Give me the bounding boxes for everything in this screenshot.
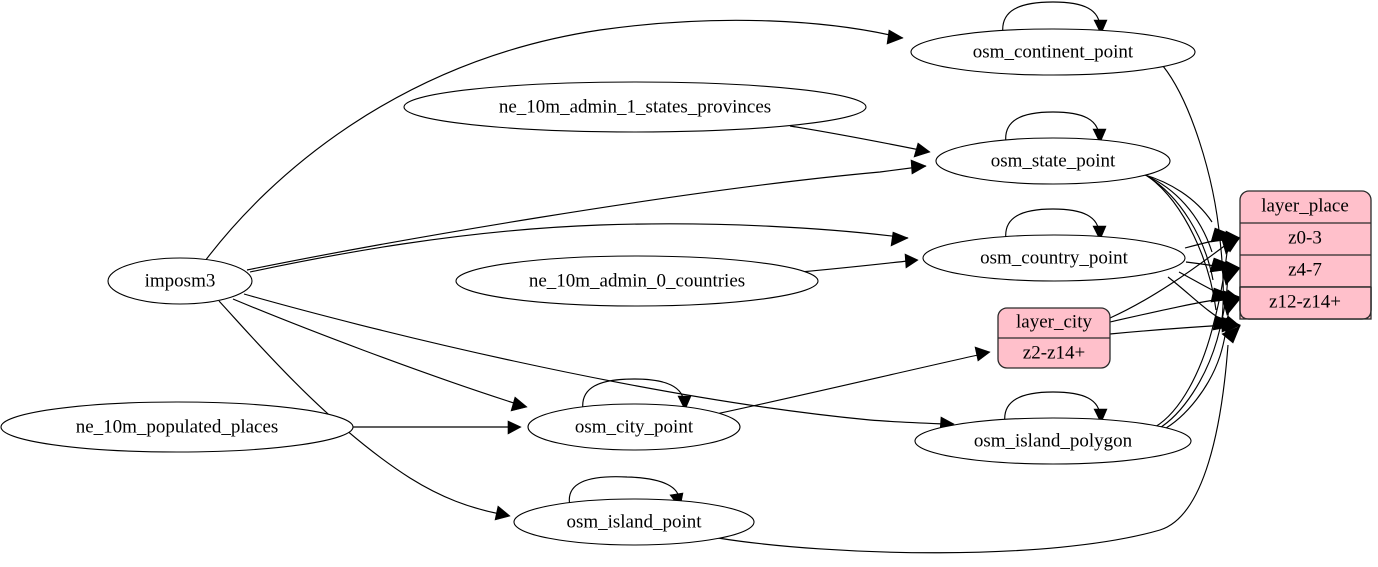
node-osm_city_point[interactable]: osm_city_point	[527, 403, 741, 451]
edge-layer	[204, 1, 1242, 554]
node-osm_island_point[interactable]: osm_island_point	[513, 498, 755, 546]
edge-ne1-to-osm_state_point	[789, 125, 931, 158]
edge-osm_city_point-to-layer_city	[715, 346, 991, 415]
node-osm_state_point[interactable]: osm_state_point	[935, 137, 1171, 185]
edge-self-loop-osm_city_point	[582, 378, 692, 411]
edge-self-loop-osm_island_polygon	[1004, 391, 1108, 424]
edge-imposm3-to-osm_city_point	[232, 298, 528, 412]
edge-imposm3-to-osm_country_point	[249, 223, 909, 273]
edge-imposm3-to-osm_continent_point	[204, 19, 904, 262]
edge-self-loop-osm_continent_point	[1002, 1, 1108, 35]
node-osm_country_point[interactable]: osm_country_point	[922, 234, 1186, 282]
record-node-layer_place-row4[interactable]: z12-z14+	[1239, 286, 1372, 320]
node-osm_continent_point[interactable]: osm_continent_point	[910, 28, 1196, 76]
edge-layer_city-to-layer_place-z0-3	[1109, 236, 1241, 319]
node-osm_island_polygon[interactable]: osm_island_polygon	[914, 417, 1192, 465]
edge-self-loop-osm_country_point	[1005, 208, 1107, 241]
node-ne_10m_admin_0_countries[interactable]: ne_10m_admin_0_countries	[455, 255, 819, 307]
node-ne_10m_populated_places[interactable]: ne_10m_populated_places	[0, 401, 354, 453]
edge-ne0-to-osm_country_point	[799, 253, 919, 273]
edge-ne_pop-to-osm_city_point	[353, 420, 522, 435]
edge-imposm3-to-osm_island_point	[218, 300, 511, 521]
edge-layer_city-to-layer_place-z12-z14	[1109, 317, 1241, 335]
edge-osm_state_point-to-layer_place-z0-3	[1141, 173, 1242, 243]
edge-osm_island_point-to-layer_place-z12	[717, 325, 1241, 554]
node-layer: imposm3 ne_10m_populated_places ne_10m_a…	[0, 28, 1196, 546]
edge-self-loop-osm_state_point	[1005, 111, 1107, 144]
record-node-layer_city[interactable]: layer_city z2-z14+	[997, 307, 1111, 369]
edge-imposm3-to-osm_state_point	[246, 159, 927, 271]
node-ne_10m_admin_1_states_provinces[interactable]: ne_10m_admin_1_states_provinces	[403, 81, 867, 133]
node-imposm3[interactable]: imposm3	[107, 257, 253, 305]
edge-layer_city-to-layer_place-z8-11	[1109, 290, 1241, 323]
